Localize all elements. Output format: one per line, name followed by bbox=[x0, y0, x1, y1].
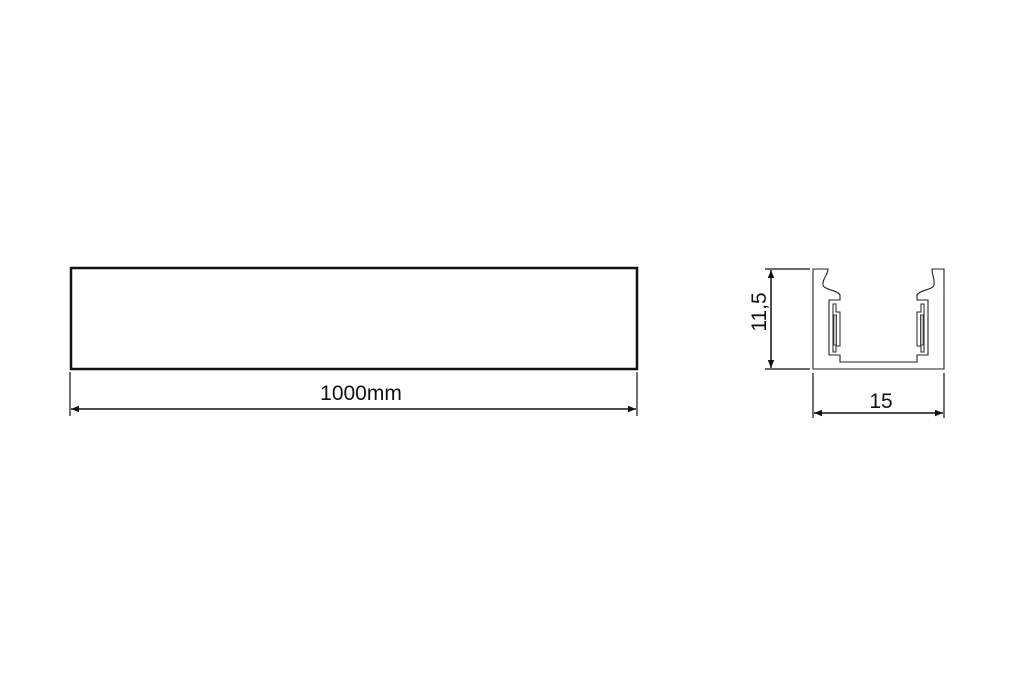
cross-section-view: 11,5 15 bbox=[748, 268, 945, 418]
left-slot bbox=[832, 303, 841, 353]
width-label: 15 bbox=[869, 390, 892, 413]
length-label: 1000mm bbox=[320, 382, 402, 405]
right-slot-insert bbox=[920, 314, 924, 346]
side-view: 1000mm bbox=[69, 266, 639, 416]
left-slot-insert bbox=[833, 314, 837, 346]
right-slot bbox=[916, 303, 925, 353]
profile-cross-section bbox=[812, 268, 945, 370]
height-label: 11,5 bbox=[748, 292, 771, 331]
profile-side-rectangle bbox=[69, 266, 639, 371]
